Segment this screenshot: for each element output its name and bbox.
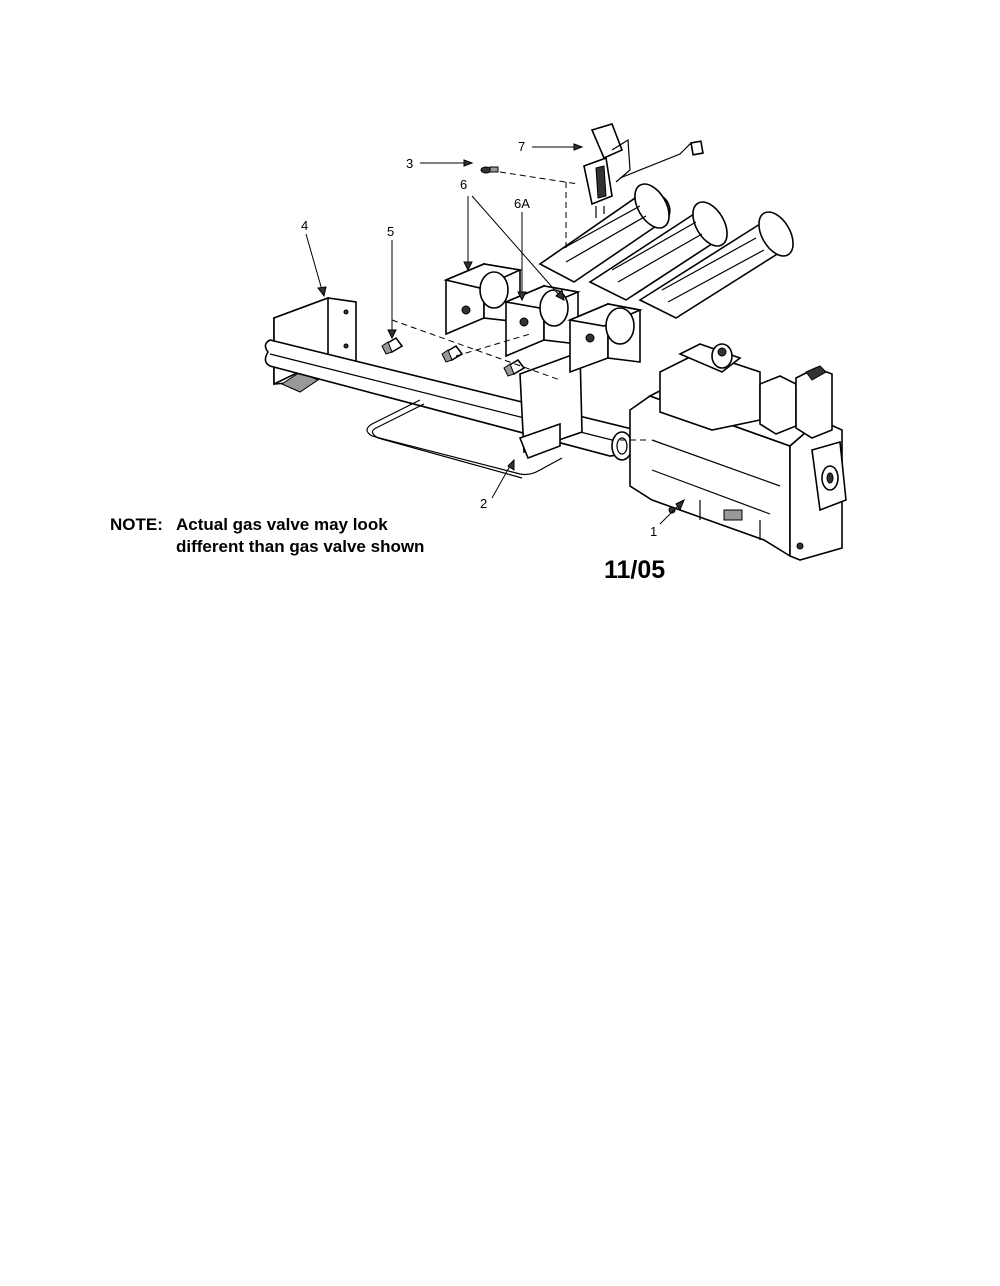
alignment-lines [391,171,650,441]
pilot-tube [366,399,563,479]
screw [480,166,499,174]
note-line-1: NOTE: Actual gas valve may look [110,514,424,536]
callout-2: 2 [480,496,487,511]
callout-6a: 6A [514,196,530,211]
callout-3: 3 [406,156,413,171]
note-text: NOTE: Actual gas valve may look different… [110,514,424,558]
gas-valve [629,343,847,561]
note-prefix: NOTE: [110,515,163,534]
burner-tubes [538,183,794,319]
pilot-assembly [583,123,704,218]
callout-4: 4 [301,218,308,233]
note-line-1-text: Actual gas valve may look [176,515,388,534]
callout-6: 6 [460,177,467,192]
leader-lines [305,143,685,525]
note-line-2: different than gas valve shown [176,537,425,556]
callout-7: 7 [518,139,525,154]
lower-plate [518,350,583,460]
callout-1: 1 [650,524,657,539]
callout-5: 5 [387,224,394,239]
orifices [381,336,526,377]
date-code: 11/05 [604,556,666,584]
